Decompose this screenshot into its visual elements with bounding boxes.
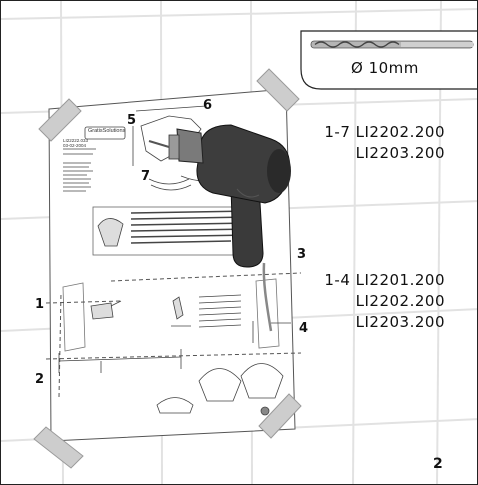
callout-code: LI2203.200 [355,313,445,331]
callout-range: 1-4 [324,271,351,289]
callout-code: LI2202.200 [355,292,445,310]
tape-top-right [256,68,300,112]
tape-pieces [33,68,302,469]
marker-1: 1 [35,297,45,312]
marker-2: 2 [35,372,45,387]
power-drill-icon [148,124,291,332]
callout-code: LI2203.200 [355,144,445,162]
tape-bottom-right [258,393,302,439]
callout-code: LI2202.200 [355,123,445,141]
drill-bit-size-label: Ø 10mm [351,59,419,77]
callout-group-1: 1-7 LI2202.200 LI2203.200 [324,122,445,164]
step-number: 2 [433,456,443,472]
marker-7: 7 [141,169,151,184]
guide-lines [45,272,302,398]
marker-5: 5 [127,113,137,128]
poster-brand: GratisSolutions [88,128,126,134]
marker-6: 6 [203,98,213,113]
poster-doc-number: LI22222.033 [63,138,89,143]
tape-bottom-left [33,426,84,469]
marker-3: 3 [297,247,307,262]
tape-top-left [38,98,82,142]
callout-group-2: 1-4 LI2201.200 LI2202.200 LI2203.200 [324,270,445,333]
poster-content [58,105,291,416]
poster-logo [84,126,126,140]
callout-range: 1-7 [324,123,351,141]
marker-4: 4 [299,321,309,336]
drill-bit-icon [310,40,474,49]
callout-code: LI2201.200 [355,271,445,289]
poster-doc-date: 03-02-2004 [63,143,87,148]
